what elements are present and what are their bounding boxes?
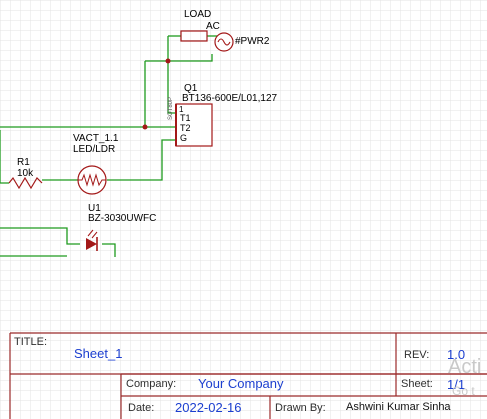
load-value: AC (206, 21, 220, 32)
load-designator: LOAD (184, 9, 212, 20)
ldr-designator: VACT_1.1 (73, 133, 119, 144)
u1-designator: U1 (88, 203, 101, 214)
activation-watermark-line2: Go t (452, 384, 475, 398)
junction-dot (142, 124, 148, 130)
drawn-by-label: Drawn By: (275, 402, 326, 414)
q1-pin-t2: T2 (180, 123, 191, 133)
q1-part: BT136-600E/L01,127 (182, 93, 278, 104)
q1-designator: Q1 (184, 83, 198, 94)
company-value: Your Company (198, 376, 284, 391)
wire-gate (107, 139, 176, 181)
load-resistor[interactable] (180, 30, 208, 42)
power-net-label: #PWR2 (235, 36, 270, 47)
wire-buzzer-right (102, 243, 116, 257)
title-label: TITLE: (14, 336, 48, 348)
triac-q1-body[interactable] (175, 103, 213, 147)
junction-dot (165, 58, 171, 64)
q1-pin-t1: T1 (180, 113, 191, 123)
junctions (142, 58, 171, 130)
r1-designator: R1 (17, 157, 30, 168)
sheet-value: 1/1 (447, 377, 466, 392)
activation-watermark-line1: Acti (448, 356, 482, 378)
date-value: 2022-02-16 (175, 400, 242, 415)
wire-left-vertical (0, 130, 9, 184)
r1-value: 10k (17, 168, 34, 179)
wire-buzzer-left (0, 227, 80, 245)
buzzer-led-icon[interactable] (86, 229, 98, 251)
date-label: Date: (128, 402, 155, 414)
ldr-icon[interactable] (77, 165, 107, 195)
r1-resistor-icon[interactable] (8, 176, 43, 190)
ac-source-icon[interactable] (214, 32, 234, 52)
ldr-part: LED/LDR (73, 144, 116, 155)
rev-label: REV: (404, 349, 430, 361)
title-block (9, 332, 487, 419)
company-label: Company: (126, 378, 177, 390)
u1-part: BZ-3030UWFC (88, 213, 157, 224)
sheet-label: Sheet: (401, 378, 433, 390)
q1-pin-g: G (180, 133, 188, 143)
q1-vertical-label: SOT80P (168, 96, 174, 120)
q1-pin-1: 1 (179, 105, 184, 114)
rev-value: 1.0 (447, 347, 466, 362)
title-value: Sheet_1 (74, 346, 123, 361)
drawn-by-value: Ashwini Kumar Sinha (346, 401, 451, 413)
